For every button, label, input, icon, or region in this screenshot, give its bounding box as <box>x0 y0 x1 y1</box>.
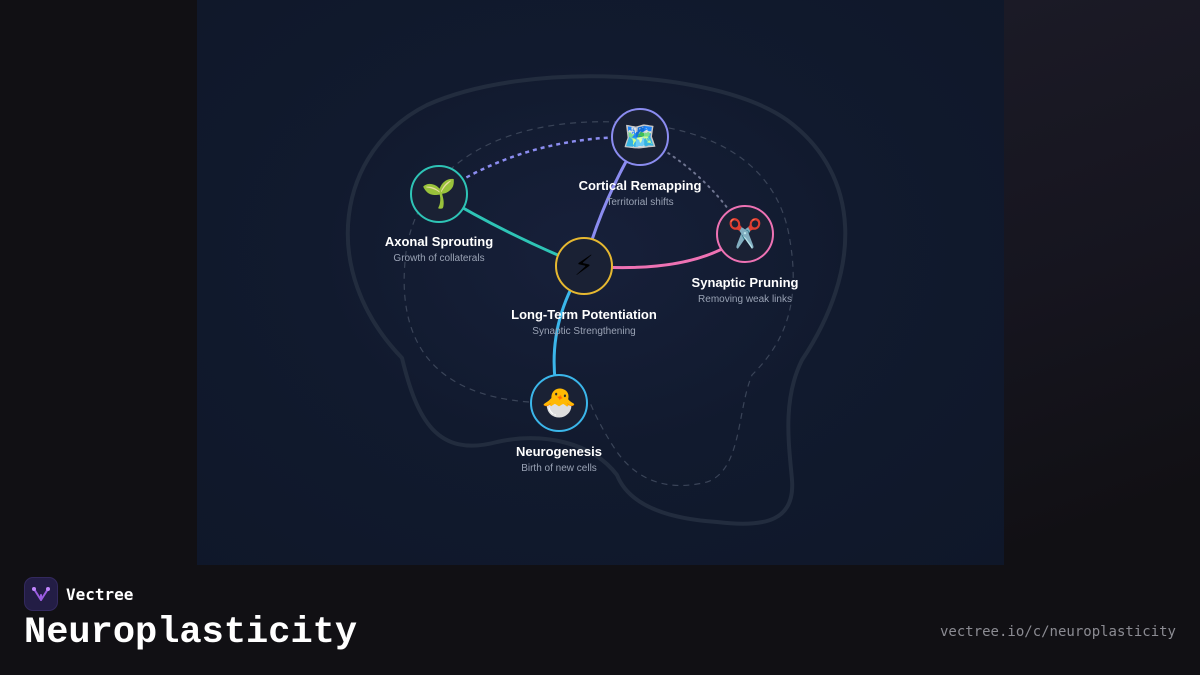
ltp-title: Long-Term Potentiation <box>511 307 657 322</box>
cortical-remapping-subtitle: Territorial shifts <box>606 197 674 208</box>
axonal-sprouting-node[interactable]: 🌱 <box>410 165 468 223</box>
lightning-icon: ⚡ <box>574 249 594 282</box>
brand[interactable]: Vectree <box>24 577 133 611</box>
synaptic-pruning-node[interactable]: ✂️ <box>716 205 774 263</box>
page-url[interactable]: vectree.io/c/neuroplasticity <box>939 624 1176 640</box>
brain-outline <box>345 74 848 526</box>
synaptic-pruning-subtitle: Removing weak links <box>698 294 792 305</box>
seedling-icon: 🌱 <box>421 177 457 210</box>
neurogenesis-title: Neurogenesis <box>516 444 602 459</box>
neurogenesis-subtitle: Birth of new cells <box>521 463 597 474</box>
vectree-logo-icon <box>24 577 58 611</box>
edge-cortical-pruning <box>639 136 746 235</box>
axonal-sprouting-title: Axonal Sprouting <box>384 234 494 249</box>
cortical-remapping-node[interactable]: 🗺️ <box>611 108 669 166</box>
scissors-icon: ✂️ <box>727 217 763 250</box>
background-panel <box>1004 0 1200 675</box>
cortical-remapping-title: Cortical Remapping <box>578 178 702 193</box>
synaptic-pruning-title: Synaptic Pruning <box>691 275 799 290</box>
neurogenesis-node[interactable]: 🐣 <box>530 374 588 432</box>
page-title: Neuroplasticity <box>24 612 358 654</box>
diagram-canvas: ⚡ Long-Term Potentiation Synaptic Streng… <box>197 0 1004 565</box>
map-icon: 🗺️ <box>622 120 658 153</box>
axonal-sprouting-subtitle: Growth of collaterals <box>393 253 485 264</box>
brain-inner-contour <box>403 121 794 486</box>
ltp-subtitle: Synaptic Strengthening <box>532 326 636 337</box>
ltp-node[interactable]: ⚡ <box>555 237 613 295</box>
brand-name: Vectree <box>66 584 134 604</box>
hatching-chick-icon: 🐣 <box>541 386 577 419</box>
